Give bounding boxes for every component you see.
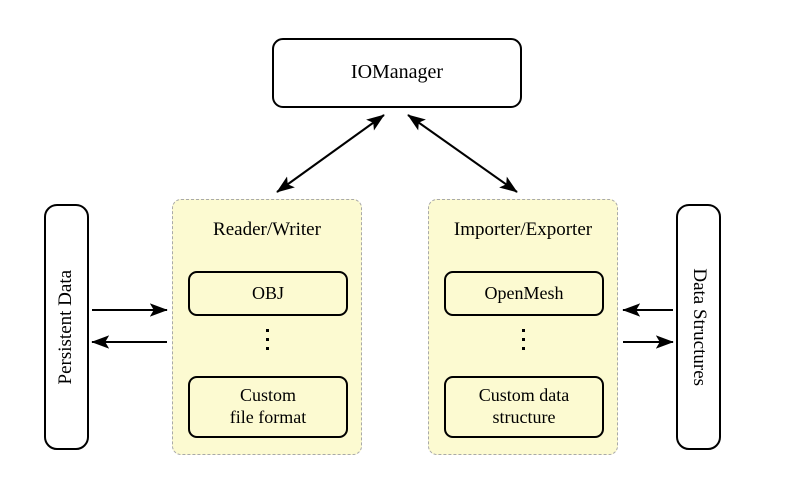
group-importer-exporter[interactable]: Importer/Exporter OpenMesh Custom data s…: [428, 199, 618, 455]
persistent-data-node[interactable]: Persistent Data: [44, 204, 89, 450]
group-reader-writer[interactable]: Reader/Writer OBJ Custom file format: [172, 199, 362, 455]
importer-exporter-item-openmesh-label: OpenMesh: [484, 282, 564, 303]
dot-3: [265, 347, 269, 350]
arrow-manager-importer-exporter: [407, 114, 518, 193]
dot-3: [521, 347, 525, 350]
line-1: Custom: [239, 385, 296, 406]
reader-writer-item-custom-file-format-label: Custom file format: [230, 385, 306, 429]
importer-exporter-item-custom-data-structure[interactable]: Custom data structure: [444, 376, 604, 438]
group-importer-exporter-title: Importer/Exporter: [453, 219, 593, 240]
line-1: Custom data: [478, 385, 570, 406]
io-manager-label: IOManager: [350, 61, 444, 84]
group-reader-writer-title: Reader/Writer: [213, 219, 321, 240]
importer-exporter-item-openmesh[interactable]: OpenMesh: [444, 271, 604, 316]
reader-writer-item-obj-label: OBJ: [251, 282, 284, 303]
reader-writer-item-obj[interactable]: OBJ: [188, 271, 348, 316]
io-manager-node[interactable]: IOManager: [272, 38, 522, 108]
reader-writer-ellipsis: [173, 323, 361, 350]
line-2: file format: [229, 407, 307, 427]
arrow-manager-reader-writer: [276, 114, 385, 193]
persistent-data-label: Persistent Data: [55, 269, 77, 385]
reader-writer-item-custom-file-format[interactable]: Custom file format: [188, 376, 348, 438]
importer-exporter-item-custom-data-structure-label: Custom data structure: [479, 385, 570, 429]
line-2: structure: [492, 407, 556, 427]
dot-2: [521, 338, 525, 341]
data-structures-label: Data Structures: [688, 268, 710, 386]
data-structures-node[interactable]: Data Structures: [676, 204, 721, 450]
importer-exporter-ellipsis: [429, 323, 617, 350]
dot-2: [265, 338, 269, 341]
dot-1: [521, 329, 525, 332]
dot-1: [265, 329, 269, 332]
